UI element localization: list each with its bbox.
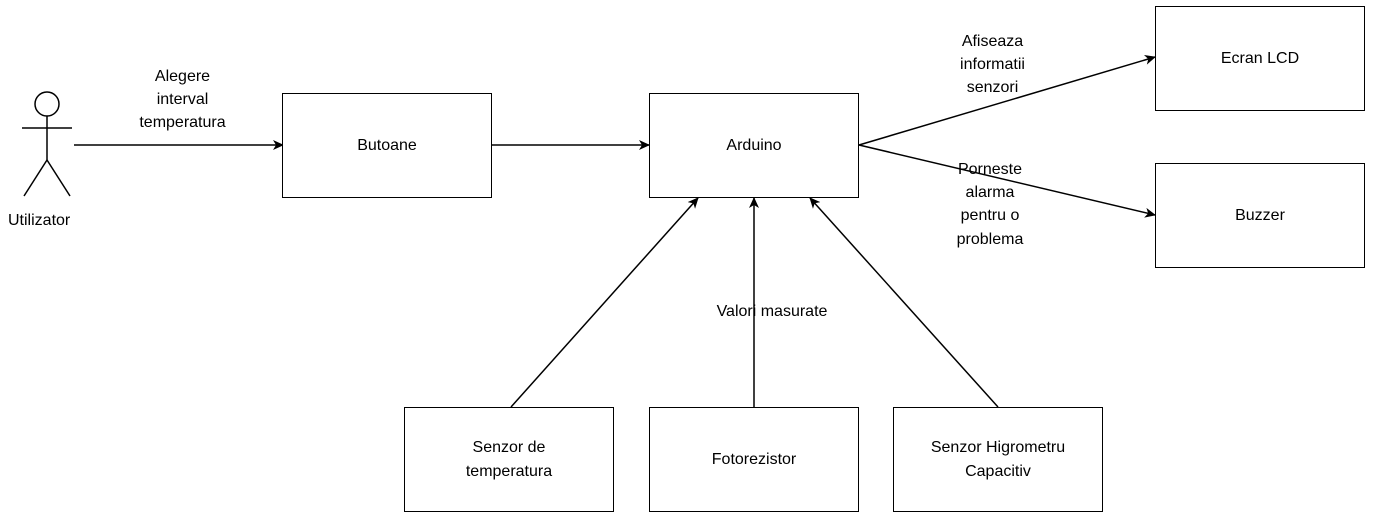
- node-butoane[interactable]: Butoane: [282, 93, 492, 198]
- actor-figure: [22, 91, 72, 197]
- edge-label-porneste: Porneste alarma pentru o problema: [956, 161, 1024, 248]
- node-senzor-temperatura[interactable]: Senzor de temperatura: [404, 407, 614, 512]
- actor-label: Utilizator: [8, 212, 71, 229]
- node-buzzer[interactable]: Buzzer: [1155, 163, 1365, 268]
- edge-label-alegere: Alegere interval temperatura: [139, 68, 226, 132]
- node-fotorezistor[interactable]: Fotorezistor: [649, 407, 859, 512]
- edge-label-afiseaza: Afiseaza informatii senzori: [960, 33, 1025, 97]
- edge-temp-arduino: [510, 197, 699, 408]
- node-senzor-higrometru[interactable]: Senzor Higrometru Capacitiv: [893, 407, 1103, 512]
- edge-arduino-buzzer: [858, 144, 1156, 218]
- edge-label-valori: Valori masurate: [716, 303, 828, 320]
- node-ecran-lcd[interactable]: Ecran LCD: [1155, 6, 1365, 111]
- node-arduino[interactable]: Arduino: [649, 93, 859, 198]
- edge-higro-arduino: [809, 197, 999, 408]
- edge-arduino-ecran: [858, 55, 1156, 146]
